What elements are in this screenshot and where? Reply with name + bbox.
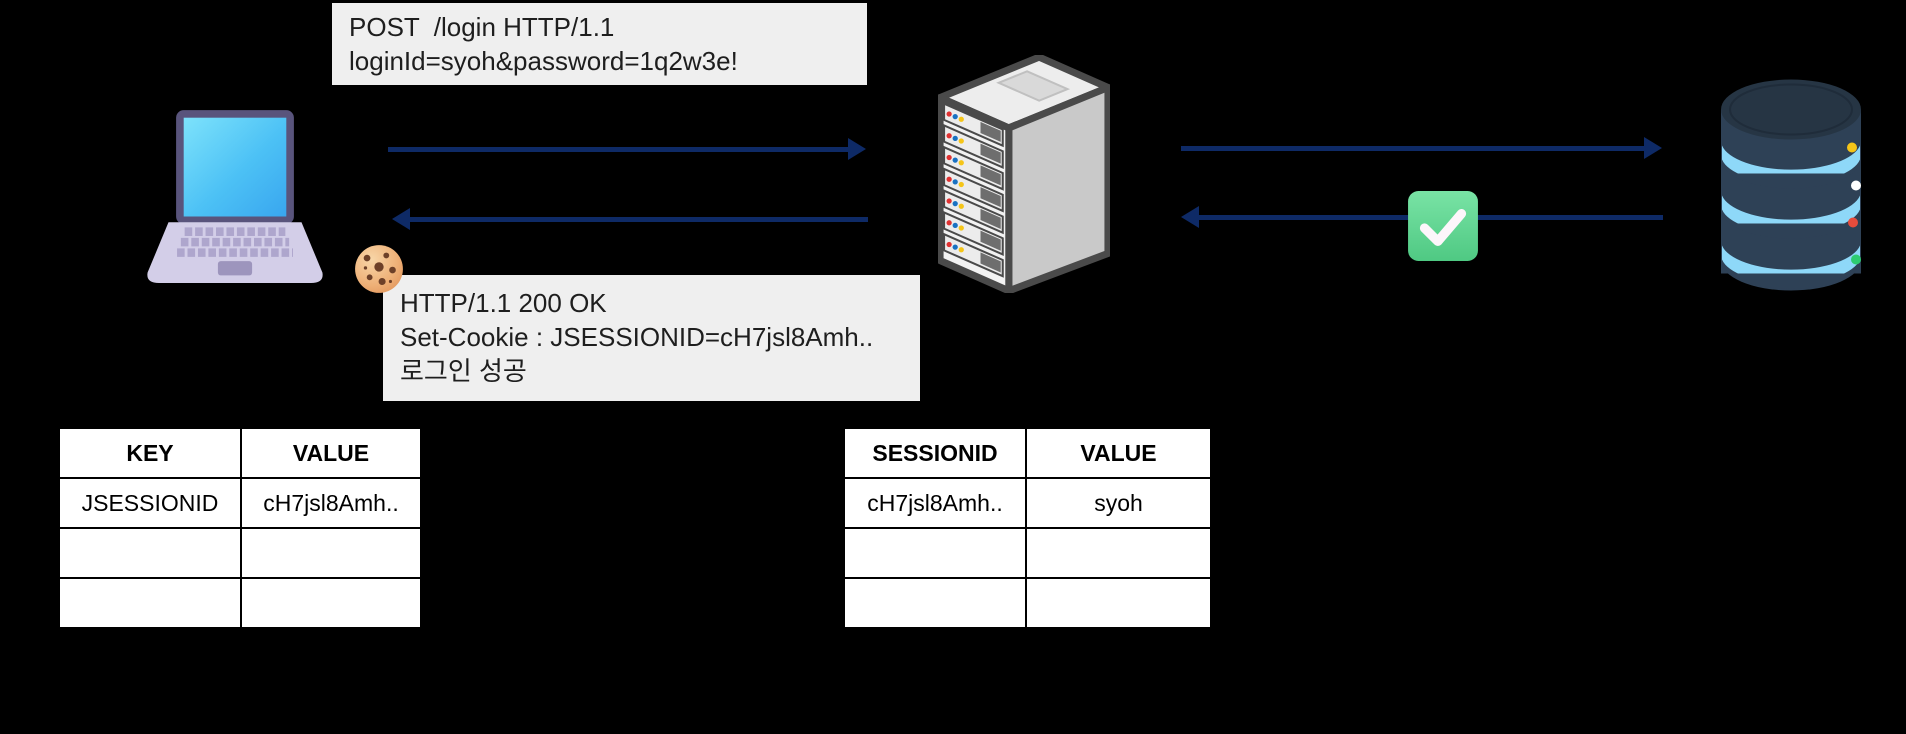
response-line-3: 로그인 성공	[400, 356, 527, 386]
table-cell: JSESSIONID	[58, 477, 242, 529]
arrow-head-right-icon	[1644, 137, 1662, 159]
response-line-2: Set-Cookie : JSESSIONID=cH7jsl8Amh..	[400, 322, 874, 352]
table-cell	[843, 527, 1027, 579]
table-header-row: KEY VALUE	[58, 427, 422, 479]
arrow-head-left-icon	[1181, 206, 1199, 228]
server-icon	[938, 55, 1110, 293]
cookie-icon	[353, 243, 405, 295]
table-cell	[240, 577, 422, 629]
arrow-line	[407, 217, 868, 222]
request-line-2: loginId=syoh&password=1q2w3e!	[349, 46, 738, 76]
table-cell	[58, 577, 242, 629]
client-cookie-table: KEY VALUE JSESSIONID cH7jsl8Amh..	[58, 427, 422, 629]
table-cell	[1025, 577, 1212, 629]
table-row: JSESSIONID cH7jsl8Amh..	[58, 477, 422, 529]
response-arrow-server-to-client	[392, 208, 868, 230]
table-row	[843, 527, 1212, 579]
check-mark-icon	[1406, 189, 1480, 263]
response-message-box: HTTP/1.1 200 OK Set-Cookie : JSESSIONID=…	[383, 275, 920, 401]
server-table-header-sessionid: SESSIONID	[843, 427, 1027, 479]
client-table-header-value: VALUE	[240, 427, 422, 479]
table-cell	[843, 577, 1027, 629]
table-cell: syoh	[1025, 477, 1212, 529]
table-cell	[240, 527, 422, 579]
request-message-box: POST /login HTTP/1.1 loginId=syoh&passwo…	[332, 3, 867, 85]
table-cell	[58, 527, 242, 579]
query-arrow-server-to-db	[1181, 137, 1662, 159]
server-table-header-value: VALUE	[1025, 427, 1212, 479]
arrow-line	[1181, 146, 1647, 151]
request-line-1: POST /login HTTP/1.1	[349, 12, 615, 42]
table-row	[58, 577, 422, 629]
response-line-1: HTTP/1.1 200 OK	[400, 288, 607, 318]
table-cell	[1025, 527, 1212, 579]
client-table-header-key: KEY	[58, 427, 242, 479]
table-row: cH7jsl8Amh.. syoh	[843, 477, 1212, 529]
table-row	[58, 527, 422, 579]
database-icon	[1716, 76, 1866, 294]
arrow-head-left-icon	[392, 208, 410, 230]
table-row	[843, 577, 1212, 629]
arrow-line	[388, 147, 851, 152]
table-header-row: SESSIONID VALUE	[843, 427, 1212, 479]
arrow-head-right-icon	[848, 138, 866, 160]
server-session-table: SESSIONID VALUE cH7jsl8Amh.. syoh	[843, 427, 1212, 629]
request-arrow-client-to-server	[388, 138, 866, 160]
table-cell: cH7jsl8Amh..	[240, 477, 422, 529]
laptop-icon	[140, 100, 330, 295]
table-cell: cH7jsl8Amh..	[843, 477, 1027, 529]
